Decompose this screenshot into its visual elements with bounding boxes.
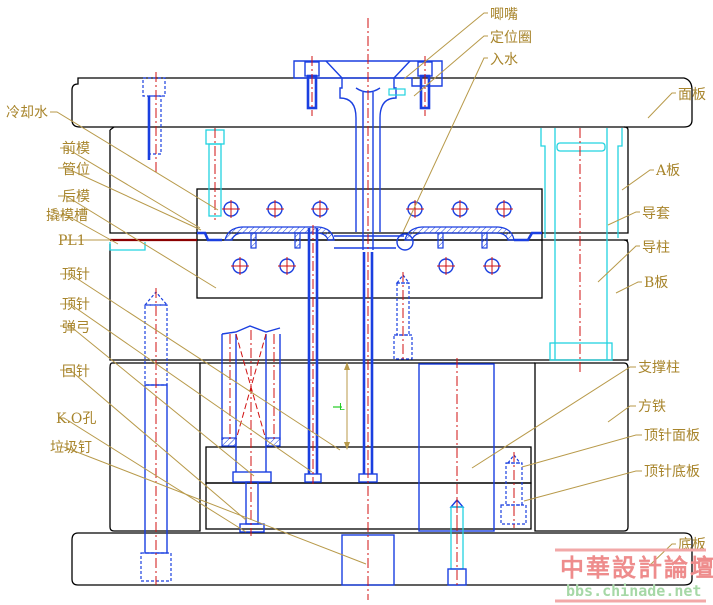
label-spring: 弹弓 xyxy=(62,320,90,336)
core-insert xyxy=(196,239,543,299)
label-locating-ring: 定位圈 xyxy=(490,30,532,46)
ejection-stroke-dimension: L xyxy=(333,362,350,450)
locating-ring-screw-left xyxy=(304,56,320,116)
label-gate: 入水 xyxy=(490,52,518,68)
spacer-block-right xyxy=(534,362,629,532)
label-top-clamp-plate: 面板 xyxy=(678,87,706,103)
top-clamp-plate xyxy=(71,77,693,128)
sprue-bushing xyxy=(339,78,406,250)
label-cavity: 前模 xyxy=(62,140,90,157)
label-parting-line: PL1 xyxy=(58,233,86,249)
b-plate-bolt xyxy=(140,288,172,585)
label-pry-slot: 撬模槽 xyxy=(46,208,88,224)
core-screw xyxy=(393,272,413,360)
spacer-block-left xyxy=(109,362,201,532)
label-core: 后模 xyxy=(62,189,90,205)
ejector-plate-screw xyxy=(500,452,527,528)
guide-pin xyxy=(549,128,613,372)
label-cooling-water: 冷却水 xyxy=(6,105,48,121)
pillar-screw xyxy=(447,498,467,588)
label-ko-hole: K.O孔 xyxy=(56,411,96,427)
cavity-screw xyxy=(205,128,225,220)
label-ejector-retainer-plate: 顶针面板 xyxy=(644,428,700,444)
locating-ring xyxy=(293,60,443,87)
b-plate xyxy=(109,239,629,361)
dimension-label: L xyxy=(339,402,345,413)
return-pin-spring xyxy=(221,325,281,536)
label-stop-pin: 垃圾钉 xyxy=(50,440,92,456)
label-ejector-pin-2: 顶针 xyxy=(62,297,90,313)
label-guide-bushing: 导套 xyxy=(642,206,670,222)
top-plate-screw xyxy=(142,72,166,172)
bottom-clamp-plate xyxy=(71,532,693,586)
label-ejector-plate: 顶针底板 xyxy=(644,464,700,480)
label-sprue: 唧嘴 xyxy=(490,7,518,23)
watermark: 中華設計論壇 bbs.chinade.net xyxy=(555,548,713,603)
watermark-title: 中華設計論壇 xyxy=(560,554,713,582)
molded-part xyxy=(197,226,542,251)
label-guide-pin: 导柱 xyxy=(642,240,670,256)
a-plate xyxy=(109,126,629,234)
label-spacer-block: 方铁 xyxy=(638,399,666,415)
label-support-pillar: 支撑柱 xyxy=(638,360,680,376)
label-ejector-pin-1: 顶针 xyxy=(62,267,90,283)
pry-slot xyxy=(109,242,146,251)
ejector-pin-1 xyxy=(304,225,322,484)
leader-lines xyxy=(50,12,676,566)
guide-bushing xyxy=(540,128,623,360)
cooling-channels xyxy=(222,200,513,275)
label-a-plate: A板 xyxy=(655,163,680,179)
labels: 唧嘴 定位圈 入水 冷却水 前模 管位 后模 撬模槽 PL1 顶针 顶针 弹弓 … xyxy=(6,7,706,553)
label-pipe-position: 管位 xyxy=(62,162,90,178)
label-return-pin: 回针 xyxy=(62,364,90,380)
watermark-url: bbs.chinade.net xyxy=(566,582,701,600)
label-b-plate: B板 xyxy=(644,275,668,291)
